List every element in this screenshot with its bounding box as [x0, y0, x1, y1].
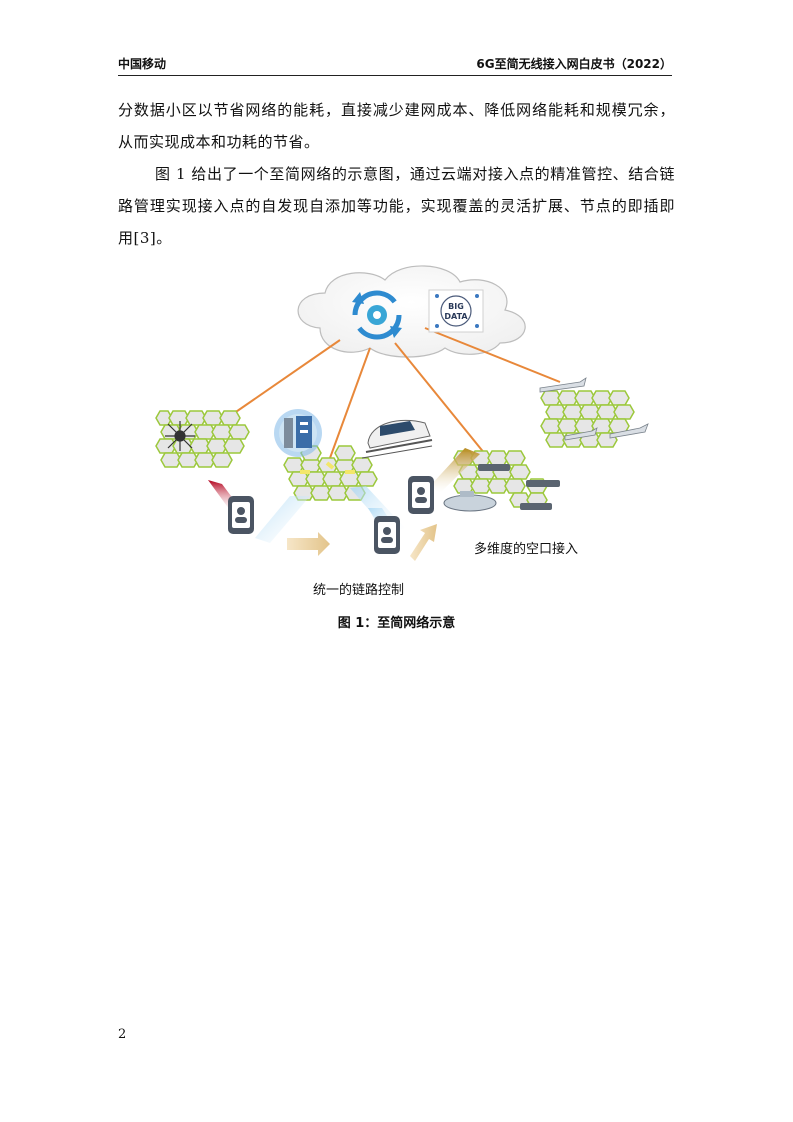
cloud-links: [229, 327, 561, 459]
hex-cluster-left: [155, 410, 250, 468]
body-paragraph-1: 分数据小区以节省网络的能耗，直接减少建网成本、降低网络能耗和规模冗余，从而实现成…: [118, 101, 675, 151]
label-multi-dimensional-air-interface: 多维度的空口接入: [474, 542, 579, 557]
big-data-icon: BIG DATA: [428, 289, 484, 333]
yellow-link-marks: [300, 461, 355, 474]
figure-caption: 图 1：至简网络示意: [337, 616, 456, 631]
body-paragraph-2: 图 1 给出了一个至简网络的示意图，通过云端对接入点的精准管控、结合链路管理实现…: [118, 165, 675, 247]
network-diagram-svg: BIG DATA: [155, 265, 649, 561]
base-station-icon: [274, 409, 322, 457]
header-org: 中国移动: [118, 57, 167, 71]
page-header: 中国移动 6G至简无线接入网白皮书（2022）: [118, 55, 672, 76]
big-data-line-1: BIG: [448, 302, 464, 311]
label-unified-link-control: 统一的链路控制: [313, 583, 405, 598]
airplane-icon: [539, 377, 649, 441]
arrow-icon: [287, 524, 437, 561]
network-diagram: BIG DATA: [140, 258, 660, 603]
submarine-icon: [443, 491, 497, 512]
ship-icon: [478, 464, 560, 510]
big-data-line-2: DATA: [444, 312, 468, 321]
cloud: [297, 265, 526, 358]
spider-web-icon: [165, 421, 195, 451]
train-icon: [361, 419, 433, 459]
page-number: 2: [118, 1027, 127, 1042]
phone-icon: [228, 476, 434, 554]
header-doc-title: 6G至简无线接入网白皮书（2022）: [476, 57, 672, 71]
hex-cluster-top-right: [540, 390, 635, 448]
sync-icon: [352, 290, 402, 340]
